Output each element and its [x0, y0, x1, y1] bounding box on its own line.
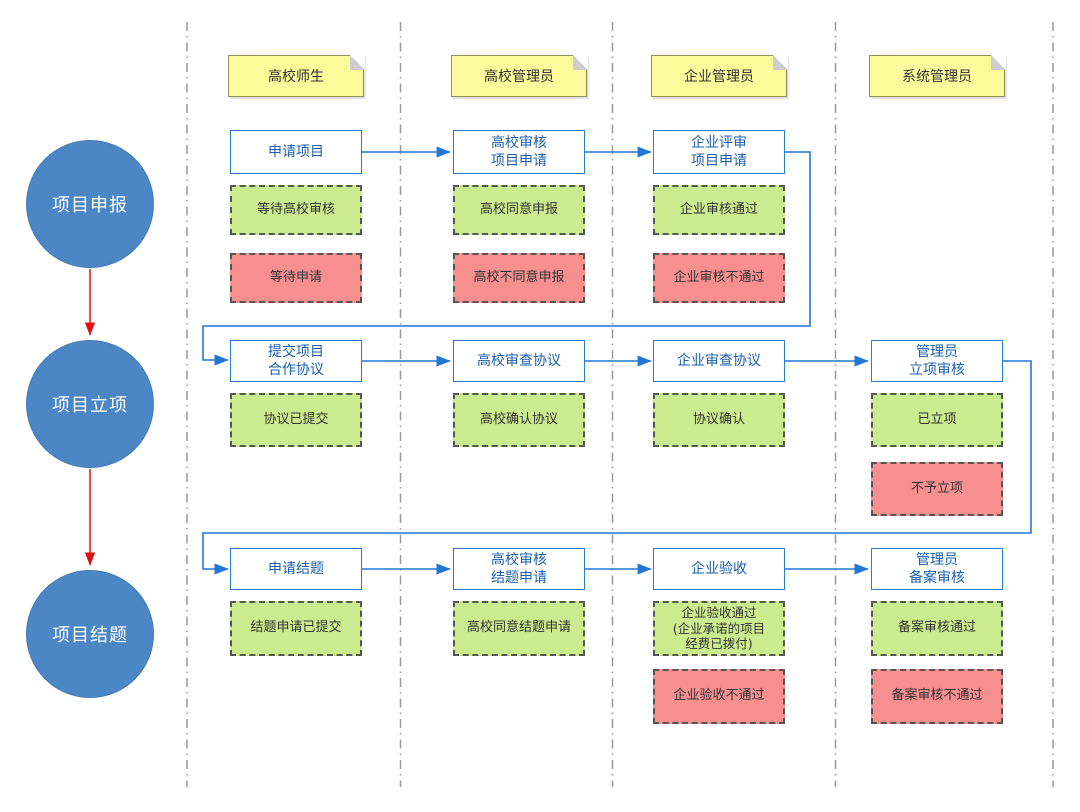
task-label: 提交项目: [268, 343, 324, 360]
task-box-r2c4: 管理员 立项审核: [871, 340, 1003, 382]
actor-label: 高校师生: [268, 69, 324, 85]
task-box-r1c3: 企业评审 项目申请: [653, 130, 785, 174]
status-box-r1c1-ok: 等待高校审核: [230, 185, 362, 235]
status-box-r1c3-fail: 企业审核不通过: [653, 253, 785, 303]
task-label: 企业验收: [691, 560, 747, 577]
task-box-r2c3: 企业审查协议: [653, 340, 785, 382]
status-box-r2c2-ok: 高校确认协议: [453, 393, 585, 447]
phase-circle-conclude: 项目结题: [26, 570, 154, 698]
task-box-r3c4: 管理员 备案审核: [871, 548, 1003, 590]
task-box-r3c2: 高校审核 结题申请: [453, 548, 585, 590]
status-box-r1c2-fail: 高校不同意申报: [453, 253, 585, 303]
status-box-r1c2-ok: 高校同意申报: [453, 185, 585, 235]
actor-note-system-admin: 系统管理员: [869, 54, 1006, 97]
task-label: 高校审查协议: [477, 352, 561, 369]
task-label: 高校审核: [491, 134, 547, 151]
task-box-r3c1: 申请结题: [230, 548, 362, 590]
status-label: (企业承诺的项目: [672, 620, 766, 636]
phase-circle-declare: 项目申报: [26, 140, 154, 268]
status-label: 企业审核不通过: [673, 269, 765, 285]
status-label: 等待申请: [269, 269, 322, 285]
status-label: 备案审核通过: [897, 620, 976, 636]
status-label: 已立项: [917, 411, 957, 427]
status-label: 企业审核通过: [679, 201, 758, 217]
status-box-r3c3-ok: 企业验收通过 (企业承诺的项目 经费已拨付): [653, 601, 785, 656]
task-box-r3c3: 企业验收: [653, 548, 785, 590]
task-label: 高校审核: [491, 551, 547, 568]
note-fold-icon: [772, 54, 788, 70]
note-fold-icon: [990, 54, 1006, 70]
status-box-r3c1-ok: 结题申请已提交: [230, 601, 362, 656]
status-box-r2c1-ok: 协议已提交: [230, 393, 362, 447]
actor-note-enterprise-admin: 企业管理员: [651, 54, 788, 97]
status-box-r1c1-fail: 等待申请: [230, 253, 362, 303]
status-label: 备案审核不通过: [891, 688, 983, 704]
status-label: 企业验收不通过: [673, 688, 765, 704]
phase-label: 项目立项: [52, 395, 128, 416]
status-box-r3c2-ok: 高校同意结题申请: [453, 601, 585, 656]
phase-label: 项目申报: [52, 195, 128, 216]
task-label: 结题申请: [491, 570, 547, 586]
status-box-r2c4-ok: 已立项: [871, 393, 1003, 447]
phase-label: 项目结题: [52, 625, 128, 646]
status-label: 高校确认协议: [479, 411, 558, 427]
status-label: 企业验收通过: [681, 605, 757, 621]
note-fold-icon: [572, 54, 588, 70]
status-label: 高校同意申报: [479, 201, 558, 217]
status-label: 经费已拨付): [685, 636, 753, 652]
status-box-r3c4-ok: 备案审核通过: [871, 601, 1003, 656]
task-label: 管理员: [916, 551, 958, 568]
status-label: 协议已提交: [263, 411, 329, 427]
status-label: 协议确认: [692, 411, 745, 427]
actor-label: 高校管理员: [484, 69, 554, 85]
flow-arrow-r1c3-r2c1: [202, 151, 811, 366]
flow-arrow-r2c4-r3c1: [202, 360, 1032, 575]
task-label: 管理员: [916, 343, 958, 360]
task-label: 立项审核: [909, 362, 965, 378]
task-box-r2c2: 高校审查协议: [453, 340, 585, 382]
task-label: 项目申请: [491, 153, 547, 169]
status-box-r2c3-ok: 协议确认: [653, 393, 785, 447]
actor-label: 企业管理员: [684, 69, 754, 85]
task-label: 企业审查协议: [677, 352, 761, 369]
actor-note-university-admin: 高校管理员: [451, 54, 588, 97]
note-fold-icon: [349, 54, 365, 70]
status-label: 等待高校审核: [256, 201, 335, 217]
task-box-r2c1: 提交项目 合作协议: [230, 340, 362, 382]
task-box-r1c2: 高校审核 项目申请: [453, 130, 585, 174]
task-box-r1c1: 申请项目: [230, 130, 362, 174]
status-label: 结题申请已提交: [250, 620, 342, 636]
actor-note-university-staff: 高校师生: [228, 54, 365, 97]
task-label: 项目申请: [691, 153, 747, 169]
status-box-r1c3-ok: 企业审核通过: [653, 185, 785, 235]
status-box-r3c4-fail: 备案审核不通过: [871, 669, 1003, 724]
actor-label: 系统管理员: [902, 69, 972, 85]
status-box-r3c3-fail: 企业验收不通过: [653, 669, 785, 724]
task-label: 企业评审: [691, 134, 747, 151]
phase-circle-approve: 项目立项: [26, 340, 154, 468]
task-label: 申请结题: [268, 560, 324, 577]
task-label: 申请项目: [268, 143, 324, 160]
status-label: 高校同意结题申请: [466, 620, 571, 636]
status-label: 高校不同意申报: [473, 269, 565, 285]
task-label: 备案审核: [909, 570, 965, 586]
task-label: 合作协议: [268, 362, 324, 378]
status-label: 不予立项: [910, 480, 963, 496]
status-box-r2c4-fail: 不予立项: [871, 462, 1003, 516]
